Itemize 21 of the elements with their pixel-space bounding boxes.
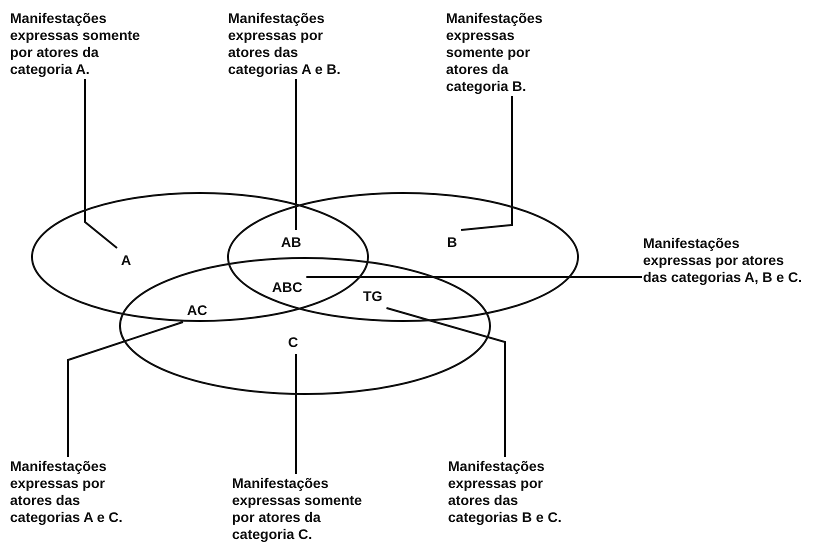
region-label: A <box>121 252 132 268</box>
leader-line <box>84 79 118 249</box>
annotation-text: Manifestações expressas por atores das categorias A e B. <box>228 10 363 78</box>
annotation-text: Manifestações expressas por atores das categorias A e C. <box>10 458 140 526</box>
region-label: AB <box>281 234 302 250</box>
leader-line <box>461 96 513 231</box>
leader-line <box>295 79 297 230</box>
leader-line <box>386 307 506 457</box>
region-label: C <box>288 334 298 350</box>
annotation-text: Manifestações expressas por atores das categorias B e C. <box>448 458 573 526</box>
region-label: AC <box>187 302 208 318</box>
annotation-text: Manifestações expressas somente por atores da categoria C. <box>232 475 382 543</box>
region-label: B <box>447 234 458 250</box>
leader-line <box>295 354 297 474</box>
leader-line <box>67 321 184 457</box>
region-label: ABC <box>272 279 302 295</box>
annotation-text: Manifestações expressas por atores das categorias A, B e C. <box>643 235 808 286</box>
region-label: TG <box>363 288 382 304</box>
leader-line <box>306 276 642 278</box>
annotation-text: Manifestações expressas somente por atores da categoria B. <box>446 10 561 95</box>
annotation-text: Manifestações expressas somente por atores da categoria A. <box>10 10 140 78</box>
